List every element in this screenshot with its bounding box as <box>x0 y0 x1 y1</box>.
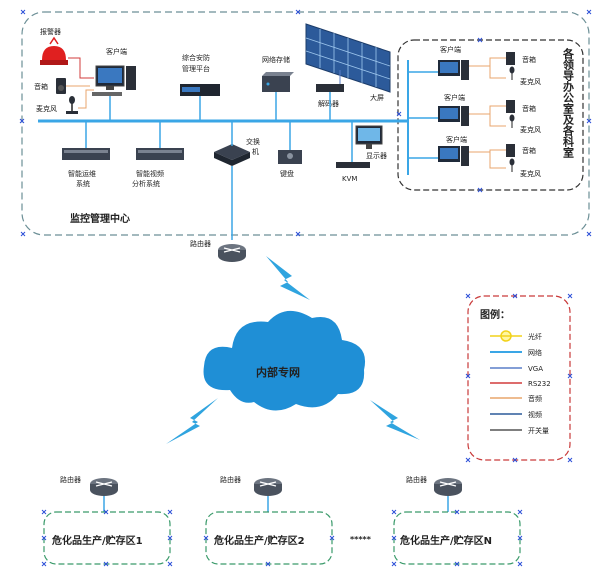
legend-item-network: 网络 <box>528 348 542 357</box>
speaker-label: 音箱 <box>34 82 48 91</box>
router-2-label: 路由器 <box>220 475 241 484</box>
office-3-speaker: 音箱 <box>522 146 536 155</box>
switch-label-1: 交换 <box>246 137 260 146</box>
office-1-client: 客户端 <box>440 45 461 54</box>
office-group-1 <box>408 52 515 80</box>
display-device <box>355 125 383 149</box>
offices-region-border <box>397 39 584 191</box>
mic-device <box>66 96 78 114</box>
zone-1-label: 危化品生产/贮存区1 <box>52 534 143 547</box>
legend-title: 图例： <box>480 308 510 321</box>
office-speaker-icon <box>506 52 515 65</box>
platform-label-1: 综合安防 <box>182 53 210 62</box>
office-group-2 <box>408 100 515 128</box>
private-network-cloud <box>203 310 366 411</box>
office-speaker-icon-2 <box>506 100 515 113</box>
keyboard-label: 键盘 <box>280 169 294 178</box>
legend-item-vga: VGA <box>528 365 543 373</box>
decoder-device <box>316 84 344 92</box>
storage-label: 网络存储 <box>262 55 290 64</box>
storage-icon <box>262 72 294 76</box>
alarm-label: 报警器 <box>40 27 61 36</box>
router-top-label: 路由器 <box>190 239 211 248</box>
router-zone-2 <box>254 478 282 512</box>
decoder-label: 解码器 <box>318 99 339 108</box>
platform-label-2: 管理平台 <box>182 64 210 73</box>
office-mic-icon <box>509 66 515 74</box>
office-mic-icon-3 <box>509 158 515 166</box>
center-region-title: 监控管理中心 <box>70 212 130 225</box>
router-zone-1 <box>90 478 118 512</box>
storage-device <box>262 72 294 92</box>
platform-device <box>180 84 220 96</box>
legend-item-switch: 开关量 <box>528 426 549 435</box>
va-label-1: 智能视频 <box>136 169 164 178</box>
lightning-left <box>166 398 218 444</box>
office-2-mic: 麦克风 <box>520 125 541 134</box>
server-rack-icon-2 <box>136 148 184 160</box>
office-2-speaker: 音箱 <box>522 104 536 113</box>
router-1-label: 路由器 <box>60 475 81 484</box>
decoder-icon <box>316 84 344 92</box>
bigscreen-label: 大屏 <box>370 93 384 102</box>
selection-handles <box>19 9 592 567</box>
legend-item-rs232: RS232 <box>528 380 551 388</box>
switch-label-2: 机 <box>252 147 259 156</box>
zone-n-label: 危化品生产/贮存区N <box>400 534 492 547</box>
bigscreen-wall <box>305 23 391 93</box>
keyboard-device <box>278 150 302 164</box>
cloud-label: 内部专网 <box>256 365 300 379</box>
office-speaker-icon-3 <box>506 144 515 157</box>
ops-label-1: 智能运维 <box>68 169 96 178</box>
display-label: 显示器 <box>366 152 387 160</box>
cloud-icon <box>203 310 366 411</box>
office-mic-icon-2 <box>509 114 515 122</box>
kvm-icon <box>336 162 370 168</box>
office-3-client: 客户端 <box>446 135 467 144</box>
zone-ellipsis: ***** <box>350 535 372 544</box>
office-group-3 <box>408 144 515 172</box>
offices-title: 各领导办公室及各科室 <box>562 47 576 158</box>
kvm-label: KVM <box>342 175 357 183</box>
office-1-mic: 麦克风 <box>520 77 541 86</box>
legend-item-audio: 音频 <box>528 394 542 403</box>
video-analysis-device <box>136 148 184 160</box>
zone-2-label: 危化品生产/贮存区2 <box>214 534 305 547</box>
kvm-device <box>336 162 370 168</box>
switch-device <box>214 144 250 166</box>
router-zone-n <box>434 478 462 512</box>
mic-label: 麦克风 <box>36 104 57 113</box>
router-top <box>218 244 246 262</box>
client-pc <box>92 65 136 96</box>
va-label-2: 分析系统 <box>132 179 160 188</box>
office-2-client: 客户端 <box>444 93 465 102</box>
speaker-device <box>56 78 66 94</box>
ops-label-2: 系统 <box>76 179 90 188</box>
office-1-speaker: 音箱 <box>522 55 536 64</box>
alarm-device <box>40 36 68 65</box>
alarm-icon <box>42 46 66 60</box>
client-label: 客户端 <box>106 47 127 56</box>
legend-item-fiber: 光纤 <box>528 332 542 341</box>
office-3-mic: 麦克风 <box>520 169 541 178</box>
lightning-top <box>266 256 310 300</box>
server-rack-icon <box>62 148 110 160</box>
ops-system-device <box>62 148 110 160</box>
mic-icon <box>69 96 75 104</box>
lightning-right <box>370 400 420 440</box>
legend-items: 光纤 网络 VGA RS232 音频 视频 开关量 <box>490 330 551 435</box>
router-n-label: 路由器 <box>406 475 427 484</box>
legend-item-video: 视频 <box>528 410 542 419</box>
